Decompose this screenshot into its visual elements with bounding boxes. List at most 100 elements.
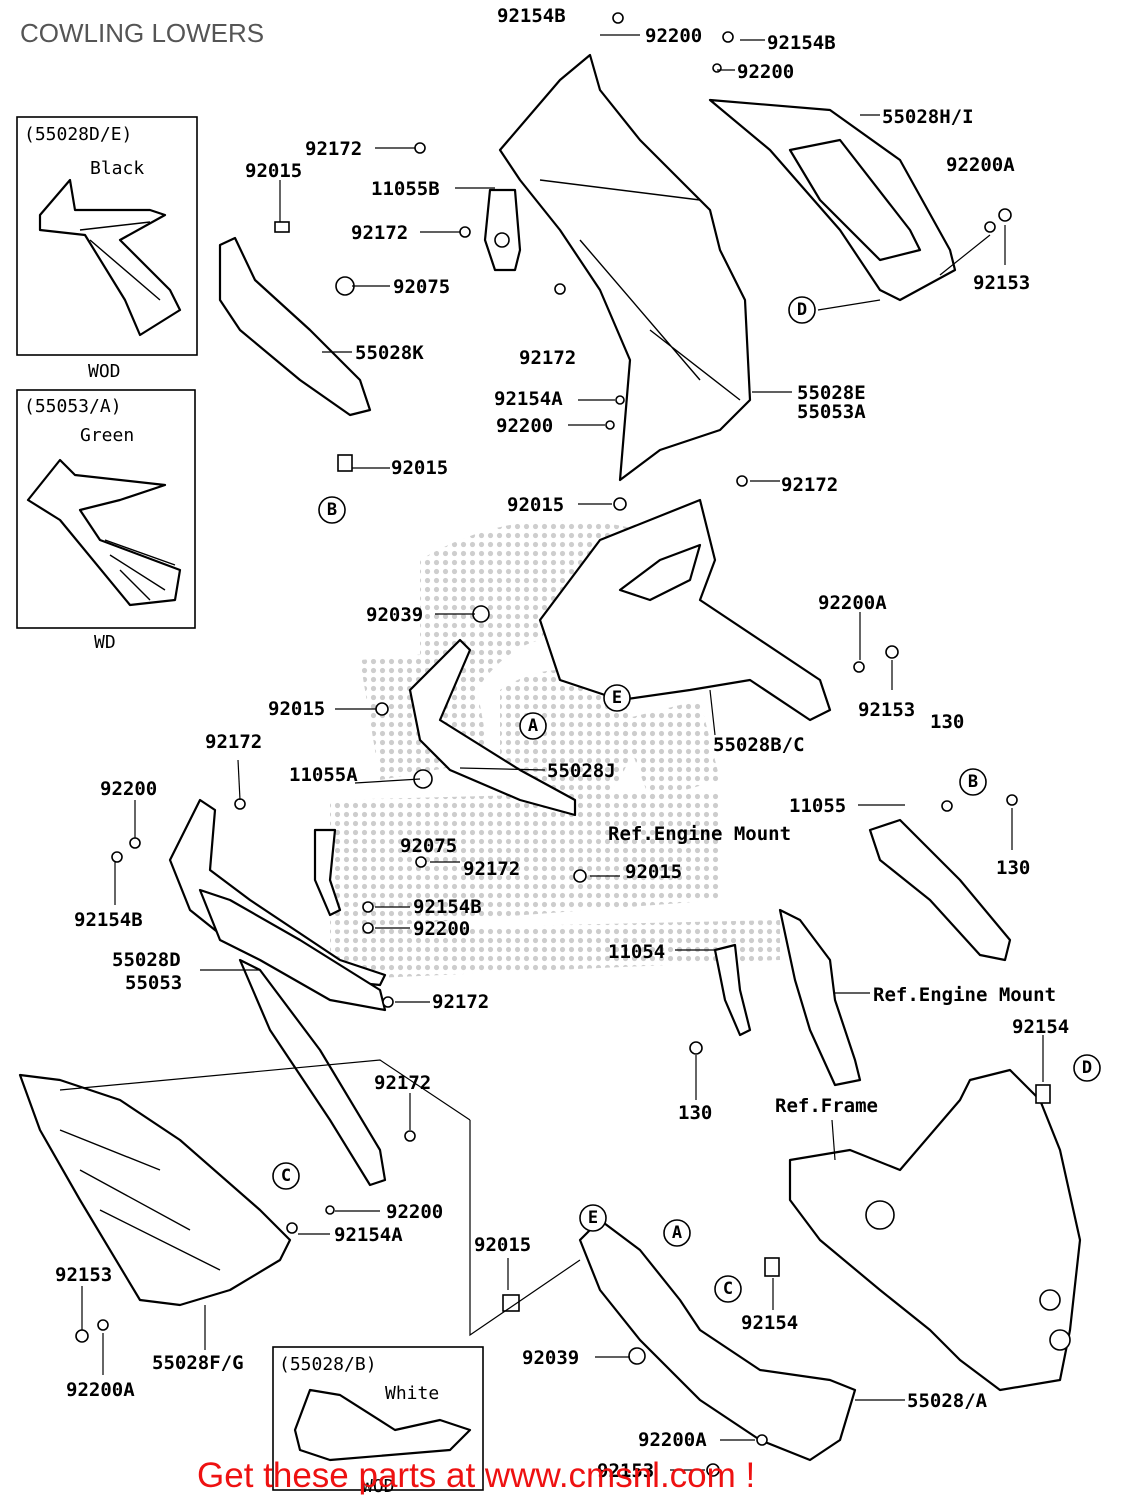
inset-white: (55028/B) White WOD	[272, 1346, 484, 1497]
part-label: 92200A	[946, 154, 1015, 176]
part-label: 92154	[741, 1312, 798, 1334]
part-label: 92172	[351, 222, 408, 244]
reference-callouts: B D A E B C E A C D	[272, 296, 1101, 1303]
callout-a: A	[519, 712, 547, 740]
inset-white-model: WOD	[362, 1476, 395, 1497]
part-label: 11055A	[289, 764, 358, 786]
part-label: 55028B/C	[713, 734, 805, 756]
part-label: 92153	[597, 1460, 654, 1482]
inset-black: (55028D/E) Black WOD	[16, 116, 198, 382]
lower-cowl-55028FG	[18, 1073, 292, 1307]
part-label: 92015	[268, 698, 325, 720]
part-label: 92154A	[494, 388, 563, 410]
part-label: 92200A	[66, 1379, 135, 1401]
bracket-11054	[713, 943, 752, 1037]
part-label: 92154B	[413, 896, 482, 918]
lower-side-strip	[238, 958, 387, 1187]
part-label: 55053	[125, 972, 182, 994]
part-label: 130	[678, 1102, 712, 1124]
part-label: 55028F/G	[152, 1352, 244, 1374]
leader-lines	[59, 34, 1044, 1471]
part-label: 92200A	[818, 592, 887, 614]
part-label: 11055	[789, 795, 846, 817]
belly-pan-55028A	[578, 1218, 857, 1462]
bracket-11055A	[313, 828, 342, 917]
part-label: 92200A	[638, 1429, 707, 1451]
inner-panel-55028J	[408, 638, 577, 817]
inset-white-code: (55028/B)	[279, 1354, 377, 1375]
part-label: 55028K	[355, 342, 424, 364]
inset-black-code: (55028D/E)	[24, 124, 132, 145]
inset-black-color: Black	[90, 158, 144, 179]
part-label: 92172	[781, 474, 838, 496]
part-label: 92172	[463, 858, 520, 880]
part-label: 92154B	[767, 32, 836, 54]
cowling-parts	[18, 12, 1082, 1477]
inset-green-color: Green	[80, 425, 134, 446]
vent-opening	[618, 543, 702, 602]
inset-black-model: WOD	[88, 361, 121, 382]
engine-mount-right	[868, 818, 1012, 962]
engine-mount-lower	[778, 908, 862, 1087]
part-label: 92200	[413, 918, 470, 940]
svg-text:C: C	[281, 1166, 291, 1186]
part-label: 92172	[519, 347, 576, 369]
callout-e: E	[579, 1204, 607, 1232]
part-label: 92015	[507, 494, 564, 516]
part-label: 130	[996, 857, 1030, 879]
part-label: 92075	[393, 276, 450, 298]
part-label: 92154A	[334, 1224, 403, 1246]
part-label: 11054	[608, 941, 665, 963]
callout-c: C	[272, 1162, 300, 1190]
callout-b: B	[318, 496, 346, 524]
callout-d: D	[788, 296, 816, 324]
svg-text:E: E	[588, 1208, 598, 1228]
inset-green: (55053/A) Green WD	[16, 389, 196, 653]
part-label: 55053A	[797, 401, 866, 423]
part-label: Ref.Engine Mount	[608, 823, 791, 845]
svg-text:D: D	[1082, 1058, 1092, 1078]
svg-text:E: E	[612, 688, 622, 708]
lower-cowl-55028BC	[538, 498, 832, 722]
callout-e: E	[603, 684, 631, 712]
part-label: 55028D	[112, 949, 181, 971]
svg-text:B: B	[968, 772, 978, 792]
part-label: 92172	[432, 991, 489, 1013]
part-label: 92172	[305, 138, 362, 160]
part-label: 92015	[625, 861, 682, 883]
part-label: 55028J	[547, 760, 616, 782]
part-label: 92153	[973, 272, 1030, 294]
inset-green-model: WD	[94, 632, 116, 653]
side-panel-55028K	[218, 236, 372, 417]
inset-green-code: (55053/A)	[24, 396, 122, 417]
part-label: 92200	[645, 25, 702, 47]
svg-text:A: A	[672, 1223, 682, 1243]
part-label: 55028H/I	[882, 106, 974, 128]
callout-c: C	[714, 1275, 742, 1303]
svg-text:A: A	[528, 716, 538, 736]
part-label: 92200	[737, 61, 794, 83]
diagram-title: COWLING LOWERS	[20, 18, 264, 48]
part-label: 92172	[205, 731, 262, 753]
part-label: 92039	[522, 1347, 579, 1369]
part-label: 92153	[55, 1264, 112, 1286]
part-label: 92075	[400, 835, 457, 857]
frame-reference	[788, 1068, 1082, 1392]
part-label: 92015	[474, 1234, 531, 1256]
part-label: Ref.Engine Mount	[873, 984, 1056, 1006]
callout-b: B	[959, 768, 987, 796]
part-label: 92015	[391, 457, 448, 479]
inset-white-color: White	[385, 1383, 439, 1404]
callout-d: D	[1073, 1054, 1101, 1082]
side-cowl-55028D-lower	[198, 888, 387, 1012]
part-label: 92154B	[497, 5, 566, 27]
part-label: 92172	[374, 1072, 431, 1094]
part-labels: 92154B 92200 92154B 92200 55028H/I 92172…	[55, 5, 1069, 1482]
cmsnl-parts-link[interactable]: Get these parts at www.cmsnl.com !	[197, 1456, 755, 1495]
part-label: Ref.Frame	[775, 1095, 878, 1117]
svg-text:D: D	[797, 300, 807, 320]
upper-right-window	[788, 138, 922, 262]
part-label: 92200	[386, 1201, 443, 1223]
part-label: 92200	[496, 415, 553, 437]
part-label: 11055B	[371, 178, 440, 200]
